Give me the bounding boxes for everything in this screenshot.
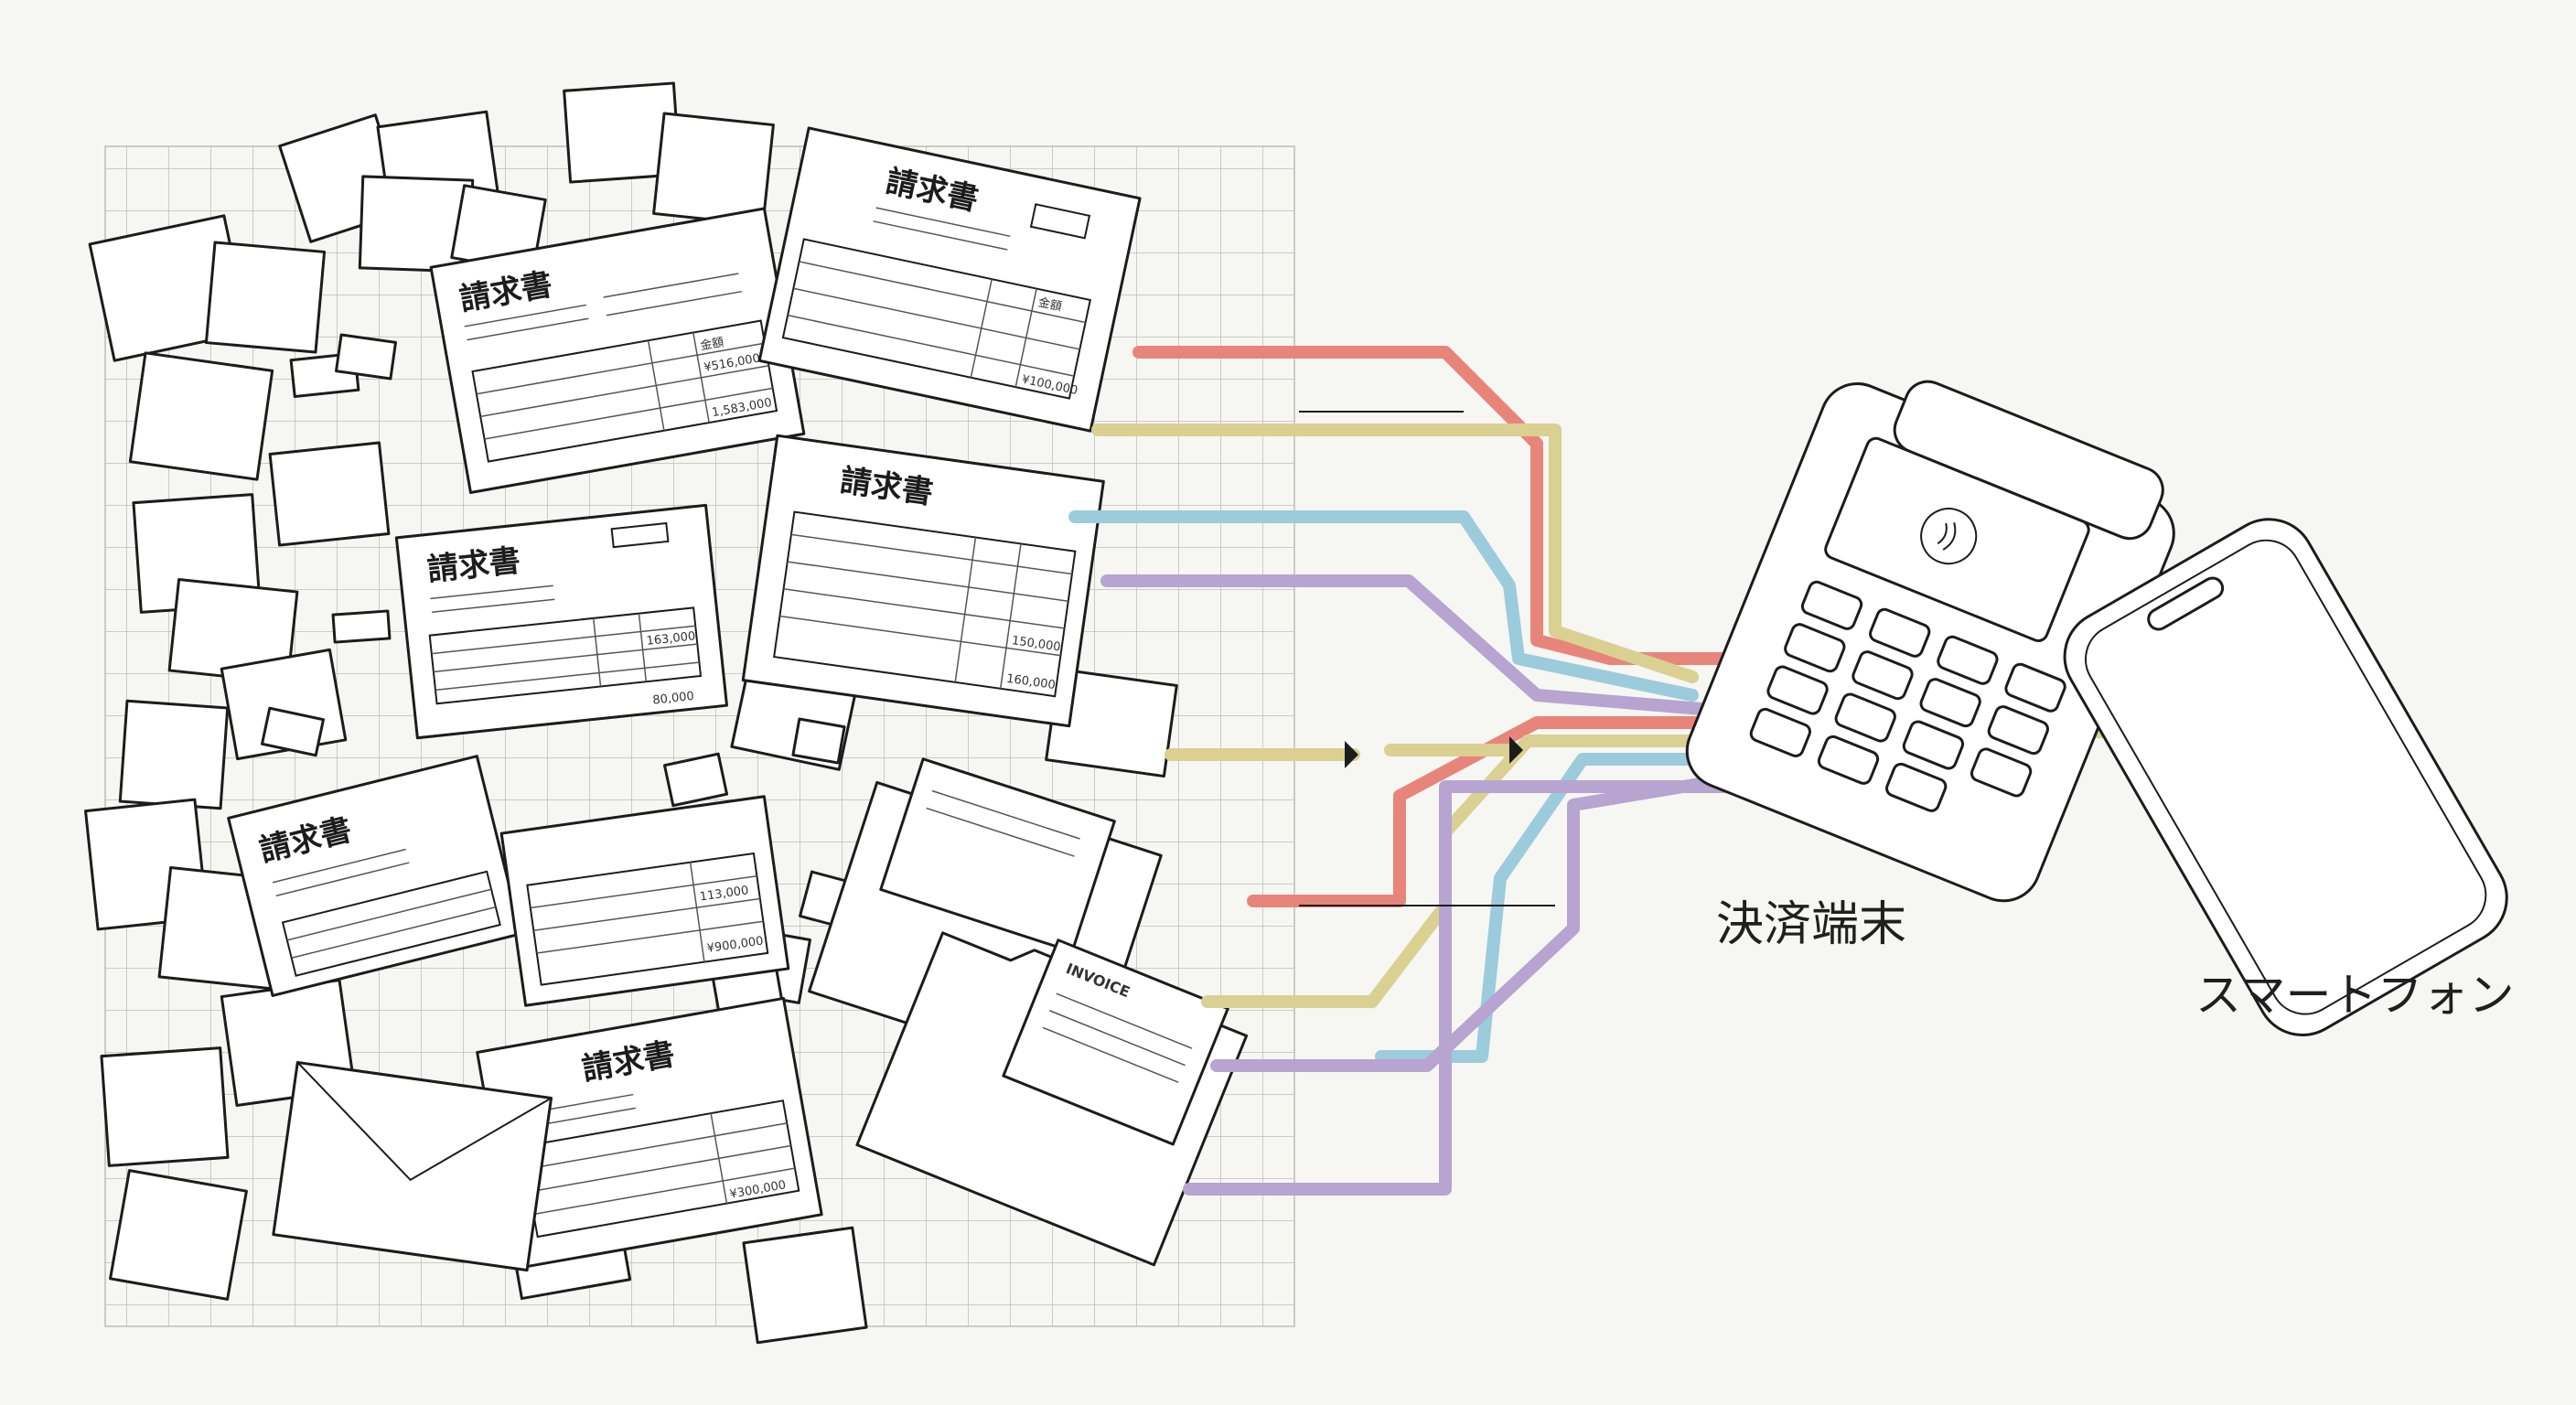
envelope-icon [272, 1060, 553, 1272]
sticky-note-icon [268, 441, 391, 547]
sticky-note-icon [662, 752, 729, 808]
column-label: 金額 [1036, 295, 1063, 314]
sticky-note-icon [335, 333, 397, 381]
sticky-note-icon [118, 699, 230, 810]
flow-line-purple [1210, 771, 1744, 1072]
sticky-note-icon [791, 717, 846, 765]
sticky-note-icon [652, 112, 775, 227]
scattered-sticky-notes [84, 81, 1178, 1345]
flow-line-purple [1183, 780, 1744, 1196]
amount-value: 113,000 [699, 884, 749, 904]
sticky-note-icon [742, 1226, 868, 1345]
sticky-note-icon [331, 609, 392, 644]
flow-line-blue [1068, 510, 1699, 702]
sticky-note-icon [260, 706, 326, 757]
invoice-document: 請求書 163,000 80,000 [394, 503, 728, 740]
amount-value: 160,000 [1005, 672, 1056, 692]
amount-value: 163,000 [646, 629, 696, 649]
flow-line-blue [1375, 753, 1744, 1063]
invoice-document: 113,000 ¥900,000 [499, 795, 790, 1007]
invoice-document: 請求書 金額 ¥100,000 [757, 126, 1142, 433]
amount-value: 80,000 [652, 690, 695, 708]
keypad [1749, 580, 2066, 812]
payment-terminal-label: 決済端末 [1716, 897, 1907, 952]
folder-icon: INVOICE [855, 931, 1249, 1267]
sticky-note-icon [100, 1046, 230, 1167]
payment-terminal-icon [1685, 380, 2175, 903]
sticky-note-icon [128, 351, 274, 481]
flow-line-red [1247, 716, 1744, 907]
invoice-document: 請求書 150,000 160,000 [741, 434, 1105, 728]
flow-line-red [1132, 346, 2202, 665]
invoice-document: 請求書 金額 ¥516,000 1,583,000 [429, 207, 806, 494]
amount-value: 150,000 [1011, 634, 1061, 654]
flow-line-purple [1100, 574, 1708, 715]
flow-line-yellow [1091, 424, 1699, 683]
contactless-icon [1920, 508, 1978, 565]
smartphone-icon [2063, 518, 2508, 1037]
sticky-note-icon [204, 241, 327, 354]
smartphone-label: スマートフォン [2195, 969, 2515, 1022]
sticky-note-icon [109, 1169, 248, 1301]
column-label: 金額 [699, 335, 724, 353]
invoice-document: 請求書 [227, 755, 523, 997]
